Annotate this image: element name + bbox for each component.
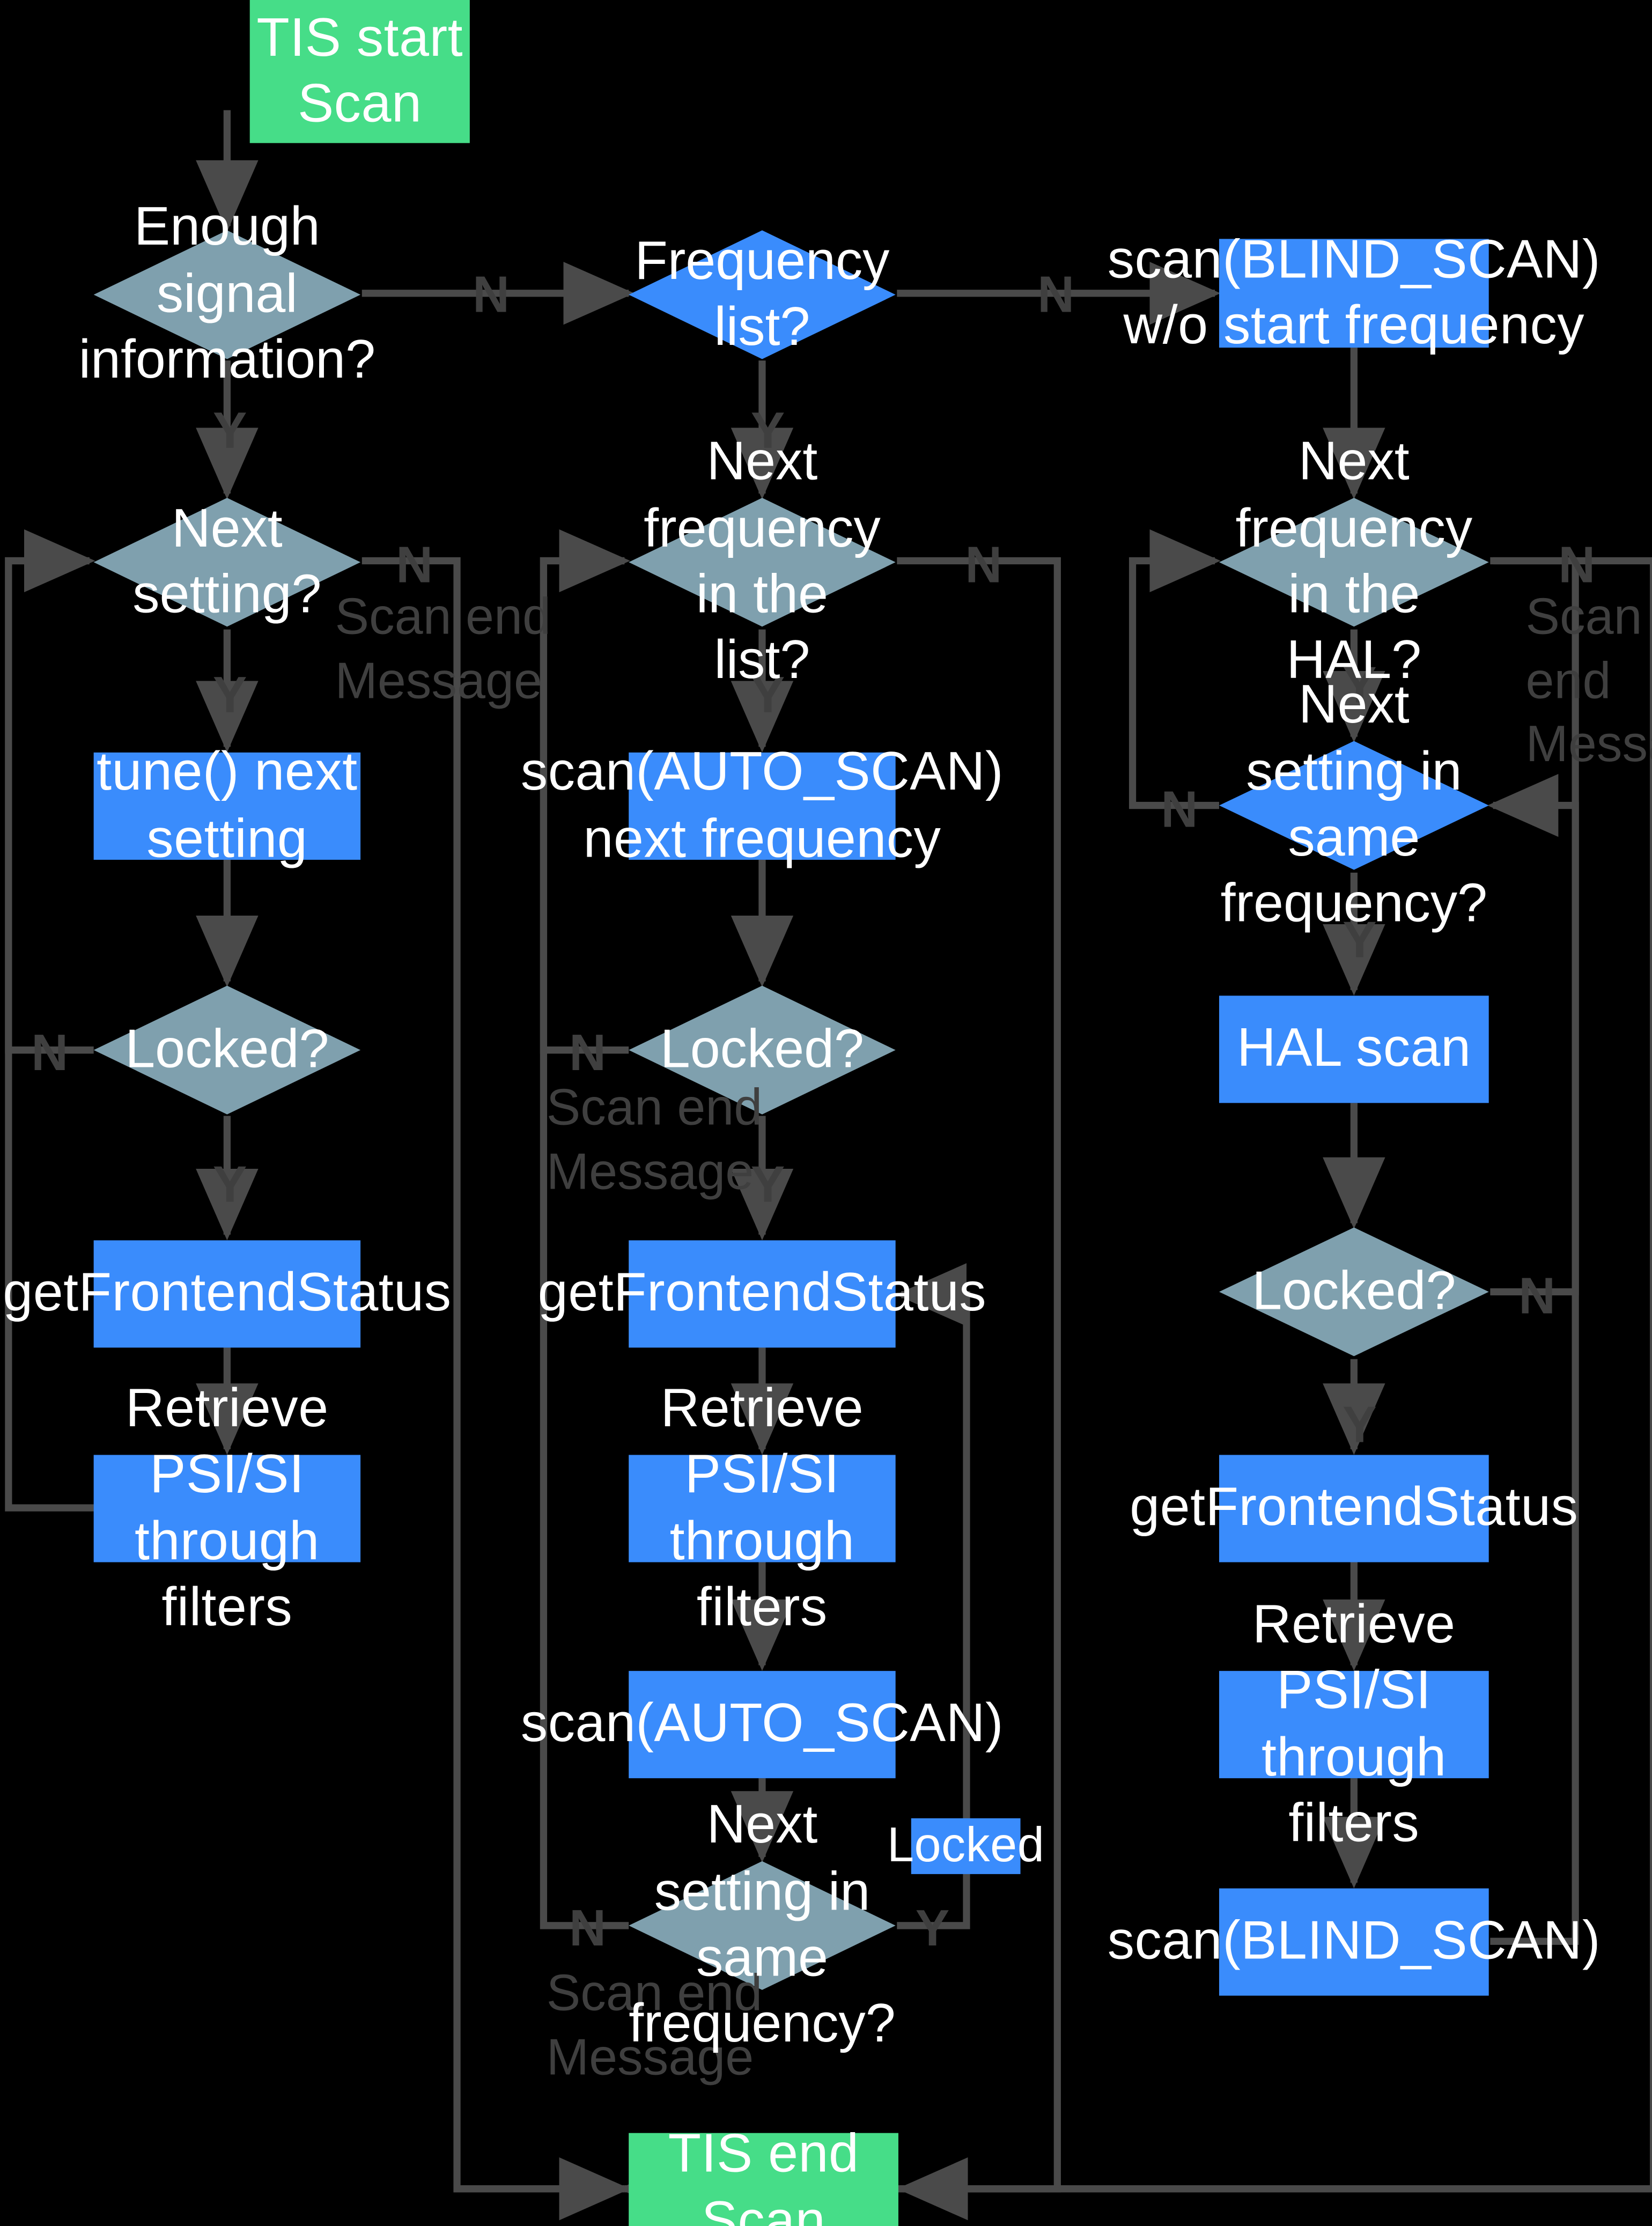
- node-label: scan(AUTO_SCAN) next frequency: [520, 742, 1004, 869]
- edge-label-freq-list-yes: Y: [750, 400, 785, 460]
- node-hal-scan[interactable]: HAL scan: [1219, 996, 1489, 1103]
- edge-label-next-freq-hal-yes: Y: [1343, 655, 1377, 714]
- diamond-shape: [1219, 498, 1489, 627]
- edge-label-next-set-mid-yes: Y: [915, 1898, 950, 1957]
- node-tis-end-scan[interactable]: TIS end Scan: [629, 2125, 898, 2226]
- node-label: getFrontendStatus: [3, 1263, 452, 1324]
- node-tune-next-setting[interactable]: tune() next setting: [93, 743, 361, 869]
- node-label: Next setting in same frequency?: [629, 1795, 896, 2055]
- node-label: Locked?: [125, 1020, 329, 1080]
- node-next-setting[interactable]: Next setting?: [93, 498, 361, 627]
- diamond-shape: [93, 230, 361, 359]
- node-retrieve-psi-si-right[interactable]: Retrieve PSI/SI through filters: [1219, 1595, 1489, 1854]
- node-label: Frequency list?: [635, 231, 890, 358]
- edge-label-freq-list-no: N: [1037, 264, 1075, 323]
- diamond-shape: [629, 230, 896, 359]
- edge-next-setting-no-to-end: [362, 557, 630, 2221]
- node-label: Retrieve PSI/SI through filters: [126, 1379, 329, 1638]
- node-get-frontend-status-left[interactable]: getFrontendStatus: [3, 1240, 451, 1348]
- node-label: Enough signal information?: [78, 198, 376, 391]
- edge-label-locked-left-yes: Y: [212, 1154, 247, 1213]
- edge-label-next-set-right-no: N: [1161, 779, 1198, 838]
- node-tis-start-scan[interactable]: TIS start Scan: [249, 0, 470, 143]
- node-label: getFrontendStatus: [1130, 1478, 1579, 1538]
- edge-psi-left-loopback: [5, 557, 94, 1512]
- node-label: Next frequency in the list?: [644, 432, 881, 692]
- edge-label-enough-signal-yes: Y: [212, 400, 247, 460]
- node-scan-auto-scan-next-frequency[interactable]: scan(AUTO_SCAN) next frequency: [521, 743, 1004, 869]
- edge-label-next-freq-list-no: N: [965, 535, 1002, 594]
- edge-next-set-mid-yes-locked: [895, 1263, 970, 1929]
- diamond-shape: [629, 985, 896, 1115]
- edge-label-locked-right-no: N: [1518, 1266, 1556, 1325]
- edge-label-locked-mid-yes: Y: [750, 1154, 785, 1213]
- node-label: Next setting in same frequency?: [1220, 675, 1488, 935]
- node-locked-left[interactable]: Locked?: [93, 985, 361, 1115]
- diamond-shape: [1219, 1227, 1489, 1357]
- node-next-setting-in-same-frequency-middle[interactable]: Next setting in same frequency?: [629, 1796, 896, 2055]
- edge-label-locked-left-no: N: [31, 1022, 69, 1082]
- node-label: Next setting?: [132, 498, 322, 625]
- edge-label-next-freq-list-yes: Y: [750, 665, 785, 724]
- node-scan-blind-scan[interactable]: scan(BLIND_SCAN): [1108, 1888, 1600, 1996]
- node-label: getFrontendStatus: [537, 1263, 987, 1324]
- edge-label-enough-signal-no: N: [473, 264, 510, 323]
- edge-locked-left-no: [5, 529, 95, 1054]
- diamond-shape: [93, 498, 361, 627]
- node-next-frequency-in-the-list[interactable]: Next frequency in the list?: [629, 432, 896, 691]
- node-label: scan(BLIND_SCAN): [1107, 1912, 1601, 1972]
- node-locked-right[interactable]: Locked?: [1219, 1227, 1489, 1357]
- edge-label-locked-right-yes: Y: [1343, 1395, 1377, 1454]
- edge-label-next-setting-no: N: [396, 535, 433, 594]
- node-label: Locked?: [660, 1020, 864, 1080]
- diamond-shape: [93, 985, 361, 1115]
- edge-blind-scan-loopback: [1487, 773, 1579, 1945]
- node-locked-badge[interactable]: Locked: [887, 1818, 1044, 1874]
- node-label: HAL scan: [1237, 1019, 1471, 1079]
- node-next-setting-in-same-frequency-right[interactable]: Next setting in same frequency?: [1219, 676, 1489, 935]
- node-label: Retrieve PSI/SI through filters: [660, 1379, 864, 1638]
- node-scan-blind-scan-wo-start-frequency[interactable]: scan(BLIND_SCAN) w/o start frequency: [1108, 230, 1601, 356]
- node-get-frontend-status-middle[interactable]: getFrontendStatus: [538, 1240, 986, 1348]
- node-label: tune() next setting: [97, 742, 358, 869]
- edge-label-locked-mid-no: N: [569, 1022, 606, 1082]
- node-retrieve-psi-si-middle[interactable]: Retrieve PSI/SI through filters: [629, 1379, 896, 1638]
- node-label: TIS end Scan: [668, 2125, 859, 2226]
- node-label: Retrieve PSI/SI through filters: [1252, 1595, 1456, 1854]
- node-frequency-list[interactable]: Frequency list?: [629, 230, 896, 359]
- node-enough-signal-information[interactable]: Enough signal information?: [79, 198, 375, 390]
- node-label: Next frequency in the HAL?: [1235, 432, 1473, 692]
- note-scan-end-message-left: Scan end Message: [335, 586, 551, 709]
- node-locked-middle[interactable]: Locked?: [629, 985, 896, 1115]
- node-retrieve-psi-si-left[interactable]: Retrieve PSI/SI through filters: [93, 1379, 361, 1638]
- node-label: scan(AUTO_SCAN): [520, 1694, 1004, 1755]
- note-scan-end-message-right: Scan end Message: [1525, 586, 1652, 773]
- node-label: Locked?: [1252, 1261, 1456, 1322]
- node-get-frontend-status-right[interactable]: getFrontendStatus: [1130, 1455, 1578, 1562]
- edge-label-next-set-mid-no: N: [569, 1898, 606, 1957]
- edge-label-next-setting-yes: Y: [212, 665, 247, 724]
- edge-label-next-set-right-yes: Y: [1343, 910, 1377, 969]
- node-label: TIS start Scan: [256, 8, 463, 135]
- diamond-shape: [629, 498, 896, 627]
- diamond-shape: [629, 1861, 896, 1990]
- note-scan-end-message-middle: Scan end Message: [546, 1077, 763, 1200]
- edge-next-set-right-no: [1129, 529, 1221, 809]
- edge-next-set-mid-no: [540, 557, 629, 1929]
- note-scan-end-message-mid2: Scan end Message: [546, 1963, 763, 2085]
- node-label: Locked: [887, 1818, 1045, 1873]
- node-scan-auto-scan[interactable]: scan(AUTO_SCAN): [521, 1671, 1003, 1779]
- diamond-shape: [1219, 741, 1489, 870]
- edge-label-next-freq-hal-no: N: [1558, 535, 1596, 594]
- node-label: scan(BLIND_SCAN) w/o start frequency: [1107, 230, 1601, 357]
- node-next-frequency-in-the-hal[interactable]: Next frequency in the HAL?: [1219, 432, 1489, 691]
